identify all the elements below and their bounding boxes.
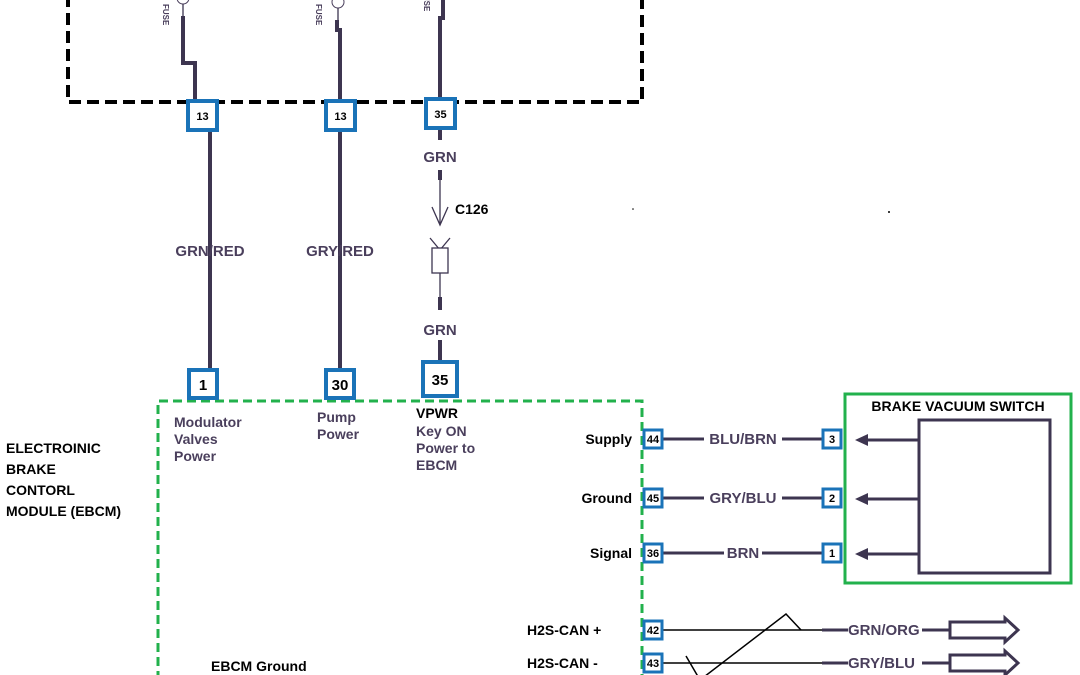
svg-text:44: 44 xyxy=(647,434,660,446)
ebcm-pin: 1 xyxy=(187,368,219,400)
svg-text:35: 35 xyxy=(434,109,446,121)
wire-label: GRN xyxy=(423,149,456,166)
can-circuit: H2S-CAN - GRY/BLU 43 xyxy=(527,647,1021,675)
fuse-icon xyxy=(331,0,345,9)
svg-text:45: 45 xyxy=(647,493,659,505)
wire-grn-red-upper xyxy=(181,16,197,102)
fuse-label: FUSE xyxy=(161,4,170,26)
arrow-left-icon xyxy=(855,434,868,446)
circuit-ground: Ground GRY/BLU 45 2 xyxy=(581,487,919,509)
svg-text:2: 2 xyxy=(829,493,835,505)
can-circuit: H2S-CAN + GRN/ORG 42 xyxy=(527,614,1021,646)
switch-pin xyxy=(821,428,843,450)
ebcm-pin: 30 xyxy=(324,368,356,400)
wire-label: GRY/BLU xyxy=(710,490,777,507)
pin-description: VPWR Key ON Power to EBCM xyxy=(416,405,475,473)
wire-label: GRY/RED xyxy=(306,243,374,260)
circuit-name: Ground xyxy=(581,490,632,506)
circuit-name: H2S-CAN - xyxy=(527,655,598,671)
switch-pin xyxy=(821,487,843,509)
svg-text:VPWR: VPWR xyxy=(416,405,458,421)
fuse-icon xyxy=(176,0,190,5)
ebcm-title: ELECTROINIC BRAKE CONTORL MODULE (EBCM) xyxy=(6,440,121,519)
arrow-left-icon xyxy=(855,493,868,505)
svg-text:Key ON: Key ON xyxy=(416,423,467,439)
switch-pin xyxy=(821,542,843,564)
ebcm-pin xyxy=(642,652,664,674)
switch-body xyxy=(917,418,1052,575)
svg-text:Pump: Pump xyxy=(317,409,356,425)
wire-label: GRN xyxy=(423,322,456,339)
svg-text:Power: Power xyxy=(317,426,360,442)
circuit-name: Supply xyxy=(585,431,632,447)
svg-text:ELECTROINIC: ELECTROINIC xyxy=(6,440,101,456)
svg-text:EBCM: EBCM xyxy=(416,457,457,473)
inline-connector-label: C126 xyxy=(455,201,489,217)
svg-text:13: 13 xyxy=(196,111,208,123)
wire-label: GRN/RED xyxy=(175,243,244,260)
ebcm-pin xyxy=(642,542,664,564)
svg-text:Power to: Power to xyxy=(416,440,475,456)
wire-label: BLU/BRN xyxy=(709,431,777,448)
fuse-label: FUSE xyxy=(314,4,323,26)
arrow-right-icon xyxy=(948,647,1021,675)
svg-text:36: 36 xyxy=(647,548,659,560)
ebcm-pin: 35 xyxy=(421,360,459,398)
switch-title: BRAKE VACUUM SWITCH xyxy=(871,398,1044,414)
circuit-name: Signal xyxy=(590,545,632,561)
circuit-name: H2S-CAN + xyxy=(527,622,601,638)
top-connector: 35 xyxy=(424,97,457,130)
svg-text:Valves: Valves xyxy=(174,431,218,447)
svg-text:3: 3 xyxy=(829,434,835,446)
ebcm-outline xyxy=(156,399,644,675)
fuse-box-outline xyxy=(66,0,644,104)
circuit-signal: Signal BRN 36 1 xyxy=(590,542,919,564)
svg-text:43: 43 xyxy=(647,658,659,670)
arrow-right-icon xyxy=(948,614,1021,646)
arrow-left-icon xyxy=(855,548,868,560)
wire-label: GRY/BLU xyxy=(848,655,915,672)
svg-text:BRAKE: BRAKE xyxy=(6,461,56,477)
svg-text:1: 1 xyxy=(829,548,835,560)
ebcm-pin xyxy=(642,619,664,641)
pin-description: Modulator Valves Power Pump Power xyxy=(174,409,360,464)
svg-text:1: 1 xyxy=(199,377,207,394)
svg-text:13: 13 xyxy=(334,111,346,123)
brake-vacuum-switch xyxy=(843,392,1073,585)
fuse-label: FUSE xyxy=(422,0,431,12)
twisted-pair-symbol xyxy=(685,612,802,675)
wire-label: GRN/ORG xyxy=(848,622,920,639)
ebcm-ground-label: EBCM Ground xyxy=(211,658,307,674)
svg-text:Power: Power xyxy=(174,448,217,464)
svg-text:42: 42 xyxy=(647,625,659,637)
svg-text:30: 30 xyxy=(332,377,349,394)
top-connector: 13 xyxy=(324,99,357,132)
ebcm-pin xyxy=(642,428,664,450)
svg-text:CONTORL: CONTORL xyxy=(6,482,75,498)
top-connector: 13 xyxy=(186,99,219,132)
ebcm-pin xyxy=(642,487,664,509)
svg-text:35: 35 xyxy=(432,372,449,389)
circuit-supply: Supply BLU/BRN 44 3 xyxy=(585,428,919,450)
wires xyxy=(181,0,445,370)
svg-text:MODULE (EBCM): MODULE (EBCM) xyxy=(6,503,121,519)
svg-text:Modulator: Modulator xyxy=(174,414,242,430)
wire-label: BRN xyxy=(727,545,760,562)
